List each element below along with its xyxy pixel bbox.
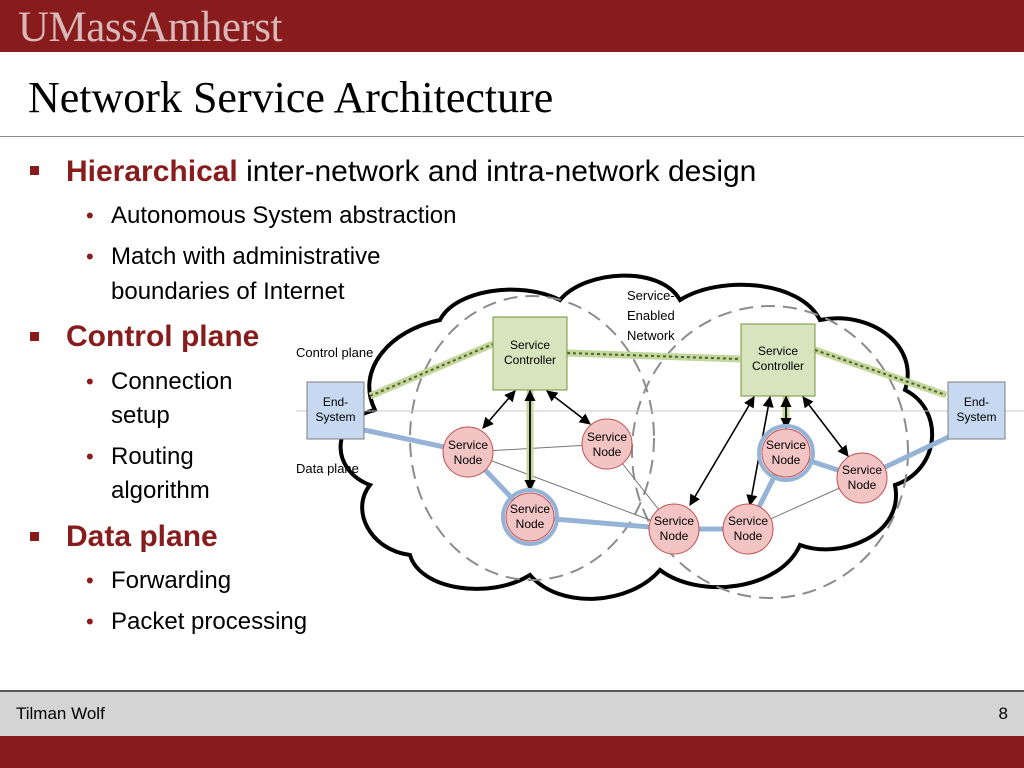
service-node-1-label-2: Node — [454, 453, 483, 467]
service-node-4-label-2: Node — [660, 529, 689, 543]
bullet-hierarchical-text: inter-network and intra-network design — [237, 155, 757, 188]
service-node-2-label-2: Node — [593, 445, 622, 459]
bullet-data-plane: Data plane — [66, 520, 218, 553]
network-label-1: Service- — [627, 288, 675, 303]
sub-bullet-admin-boundaries: boundaries of Internet — [111, 278, 345, 305]
controller-left-label-1: Service — [510, 338, 550, 352]
sub-bullet-connection: Connection — [111, 368, 233, 395]
service-node-6-label-2: Node — [772, 453, 801, 467]
bullet-square-icon — [30, 166, 39, 175]
bullet-square-icon — [30, 532, 39, 541]
footer-bar: Tilman Wolf 8 — [0, 690, 1024, 736]
service-node-2-label-1: Service — [587, 430, 627, 444]
bullet-dot-icon: • — [86, 203, 94, 228]
page-number: 8 — [998, 704, 1008, 723]
umass-logo: UMassAmherst — [18, 4, 282, 51]
sub-bullet-setup: setup — [111, 402, 170, 429]
service-node-3: Service Node — [501, 488, 559, 546]
sub-bullet-admin-match: Match with administrative — [111, 243, 381, 270]
bullet-control-plane: Control plane — [66, 320, 260, 353]
controller-arrows — [482, 389, 849, 507]
sub-bullet-algorithm: algorithm — [111, 477, 210, 504]
autonomous-system-left — [409, 295, 655, 581]
bullet-square-icon — [30, 332, 39, 341]
footer-author: Tilman Wolf — [16, 704, 105, 723]
service-node-5-label-2: Node — [734, 529, 763, 543]
controller-right-label-1: Service — [758, 344, 798, 358]
end-system-right: End- System — [947, 381, 1006, 440]
service-node-7-label-1: Service — [842, 463, 882, 477]
service-node-7: Service Node — [836, 452, 888, 504]
service-controller-left: Service Controller — [492, 316, 568, 391]
network-architecture-diagram: End- System End- System Service Controll… — [296, 273, 1024, 601]
service-controller-right: Service Controller — [740, 323, 816, 397]
header-bar: UMassAmherst — [0, 0, 1024, 52]
service-node-6: Service Node — [757, 424, 815, 482]
bullet-dot-icon: • — [86, 244, 94, 269]
service-node-7-label-2: Node — [848, 478, 877, 492]
service-node-1: Service Node — [442, 426, 494, 478]
bottom-bar — [0, 736, 1024, 768]
network-label-3: Network — [627, 328, 675, 343]
end-system-left-label-2: System — [315, 410, 355, 424]
autonomous-system-right — [631, 305, 909, 599]
bullet-dot-icon: • — [86, 369, 94, 394]
data-plane-label: Data plane — [296, 461, 359, 476]
network-label-2: Enabled — [627, 308, 675, 323]
bullet-hierarchical-emphasis: Hierarchical — [66, 155, 238, 188]
service-node-6-label-1: Service — [766, 438, 806, 452]
bullet-dot-icon: • — [86, 609, 94, 634]
service-node-4: Service Node — [648, 503, 700, 555]
sub-bullet-as-abstraction: Autonomous System abstraction — [111, 202, 457, 229]
bullet-hierarchical: Hierarchical inter-network and intra-net… — [66, 155, 756, 189]
title-divider — [0, 136, 1024, 137]
controller-right-label-2: Controller — [752, 359, 804, 373]
slide-title: Network Service Architecture — [28, 73, 554, 122]
service-node-5: Service Node — [722, 503, 774, 555]
bullet-dot-icon: • — [86, 444, 94, 469]
service-node-4-label-1: Service — [654, 514, 694, 528]
sub-bullet-packet-processing: Packet processing — [111, 608, 308, 635]
bullet-dot-icon: • — [86, 568, 94, 593]
network-cloud — [338, 273, 935, 601]
end-system-left: End- System — [306, 381, 365, 440]
service-node-5-label-1: Service — [728, 514, 768, 528]
sub-bullet-routing: Routing — [111, 443, 194, 470]
end-system-left-label-1: End- — [323, 395, 348, 409]
controller-left-label-2: Controller — [504, 353, 556, 367]
service-node-3-label-1: Service — [510, 502, 550, 516]
control-plane-label: Control plane — [296, 345, 373, 360]
sub-bullet-forwarding: Forwarding — [111, 567, 232, 594]
end-system-right-label-2: System — [956, 410, 996, 424]
end-system-right-label-1: End- — [964, 395, 989, 409]
service-node-2: Service Node — [581, 418, 633, 470]
service-node-1-label-1: Service — [448, 438, 488, 452]
service-node-3-label-2: Node — [516, 517, 545, 531]
